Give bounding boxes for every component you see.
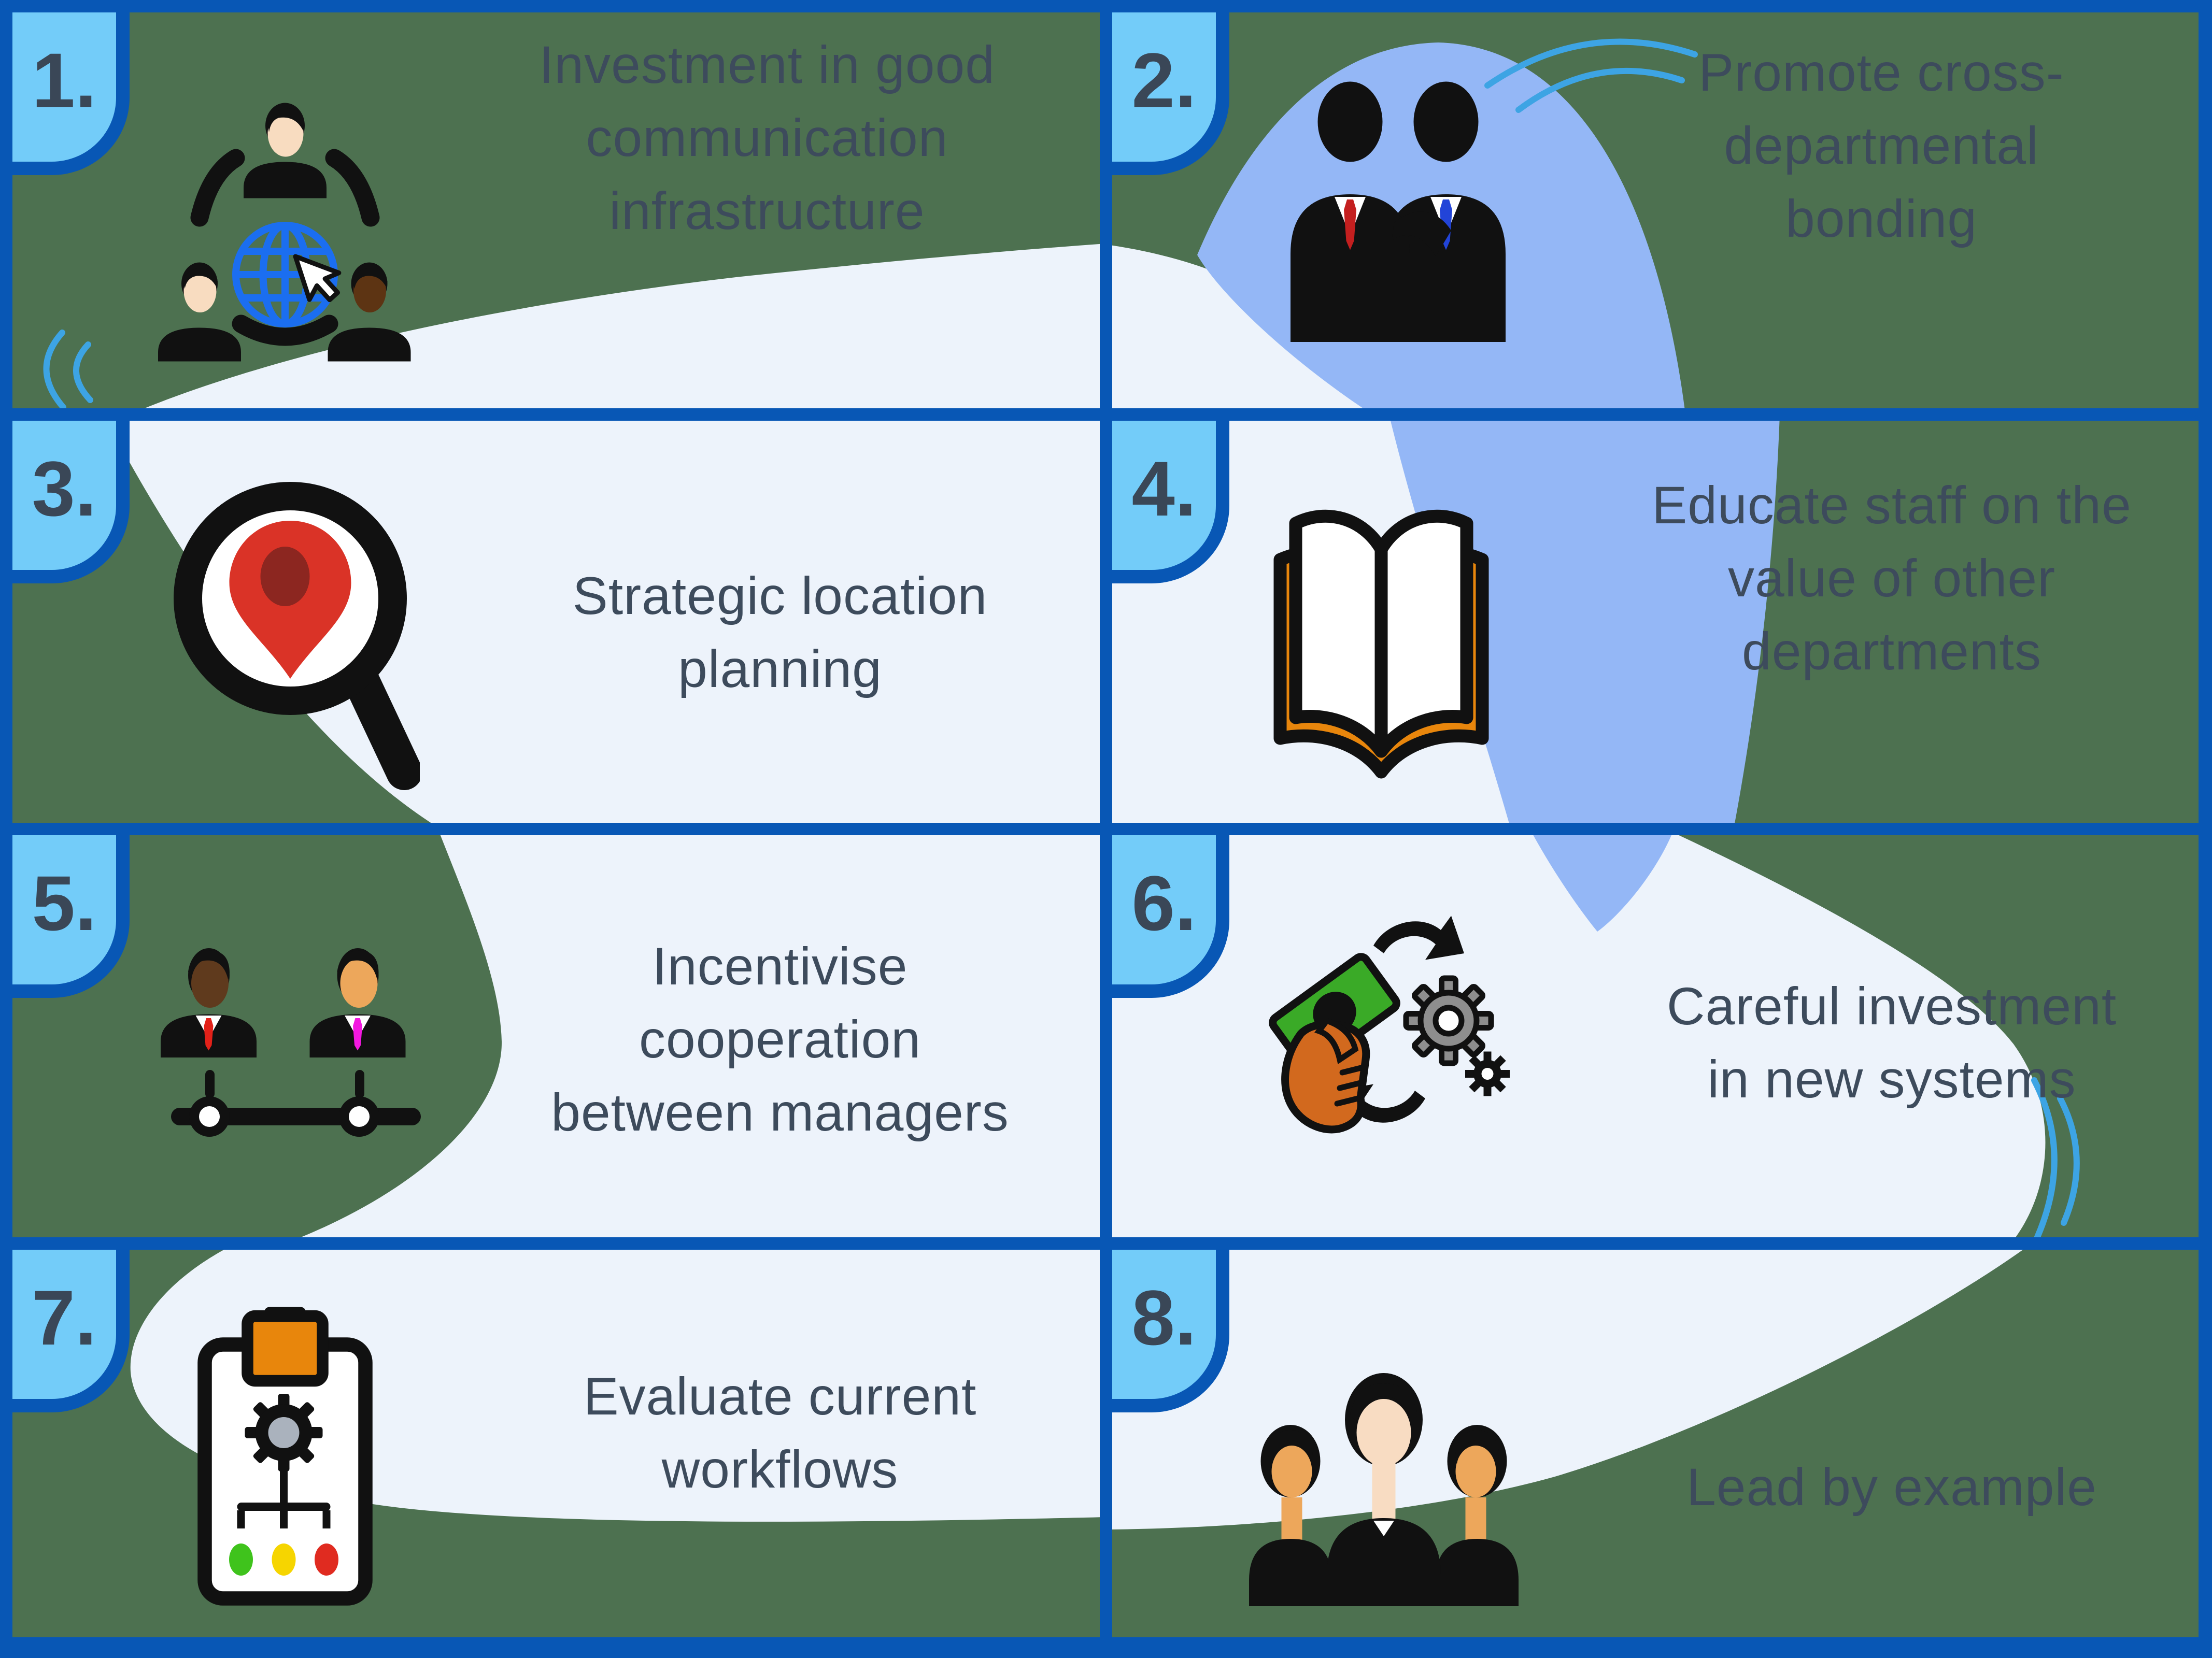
status-dot-yellow — [272, 1543, 296, 1576]
badge-number: 3. — [32, 445, 97, 532]
number-badge-3: 3. — [12, 421, 130, 583]
number-badge-2: 2. — [1112, 12, 1229, 175]
badge-number: 7. — [32, 1274, 97, 1361]
clipboard-clip — [242, 1310, 329, 1387]
badge-number: 1. — [32, 36, 97, 124]
number-badge-1: 1. — [12, 12, 130, 175]
team-member-center — [1327, 1373, 1441, 1606]
cell-8-lead-by-example: 8. — [1106, 1243, 2212, 1658]
number-badge-4: 4. — [1112, 421, 1229, 583]
person-left — [158, 262, 241, 362]
gear-small-icon — [1465, 1051, 1510, 1096]
status-dot-red — [315, 1543, 338, 1576]
cell-8-title: Lead by example — [1686, 1457, 2097, 1517]
number-badge-5: 5. — [12, 835, 130, 998]
money-gears-cycle-icon — [1269, 916, 1510, 1134]
person-top — [244, 103, 327, 198]
location-search-icon — [174, 482, 420, 790]
badge-number: 2. — [1131, 36, 1197, 124]
hand-icon — [1281, 1017, 1370, 1134]
manager-left — [161, 948, 257, 1057]
team-member-left — [1249, 1425, 1332, 1606]
badge-number: 6. — [1131, 859, 1197, 947]
cycle-arrow-top — [1373, 916, 1464, 960]
gear-large-icon — [1403, 975, 1494, 1066]
flowchart-lines — [237, 1469, 331, 1528]
businessman-left — [1291, 81, 1451, 342]
cell-7-evaluate-workflows: 7. — [0, 1243, 1106, 1658]
badge-number: 8. — [1131, 1274, 1197, 1361]
number-badge-8: 8. — [1112, 1250, 1229, 1412]
workflow-clipboard-icon — [197, 1307, 373, 1606]
person-right — [328, 262, 411, 362]
badge-number: 5. — [32, 859, 97, 947]
cell-1-communication-infrastructure: 1. — [0, 0, 1106, 414]
manager-right — [309, 948, 406, 1057]
clipboard-gear-icon — [245, 1394, 323, 1471]
open-book-icon — [1273, 509, 1489, 779]
cell-6-careful-investment: 6. — [1106, 829, 2212, 1243]
cursor-icon — [293, 254, 342, 303]
cell-5-incentivise-cooperation: 5. — [0, 829, 1106, 1243]
status-dot-green — [229, 1543, 253, 1576]
colleagues-bonding-icon — [1291, 81, 1506, 342]
communication-network-icon — [158, 103, 411, 362]
team-member-right — [1436, 1425, 1519, 1606]
number-badge-6: 6. — [1112, 835, 1229, 998]
number-badge-7: 7. — [12, 1250, 130, 1412]
badge-number: 4. — [1131, 445, 1197, 532]
team-people-icon — [1249, 1373, 1519, 1606]
managers-org-chart-icon — [161, 948, 421, 1137]
